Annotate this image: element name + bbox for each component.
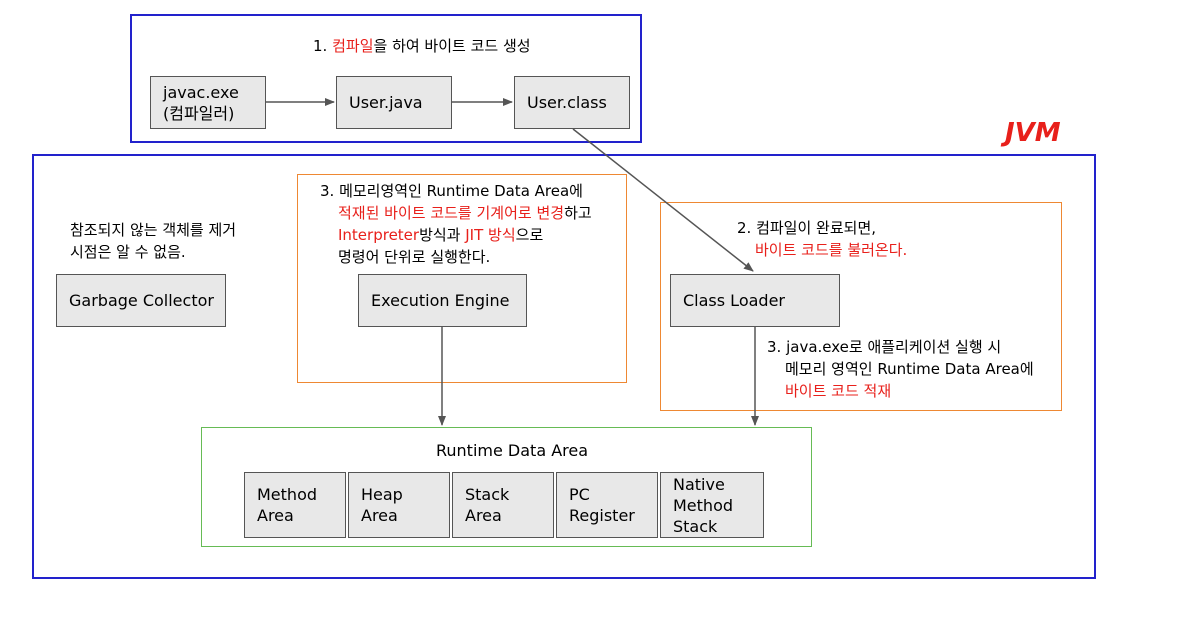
class-loader-box: Class Loader bbox=[670, 274, 840, 327]
garbage-collector-label: Garbage Collector bbox=[69, 291, 214, 310]
class-loader-note: 2. 컴파일이 완료되면, 바이트 코드를 불러온다. bbox=[737, 219, 908, 259]
jvm-label: JVM bbox=[1005, 118, 1061, 148]
user-java-box: User.java bbox=[336, 76, 452, 129]
class-loader-frame bbox=[660, 202, 1062, 411]
execution-engine-frame bbox=[297, 174, 627, 383]
class-loader-label: Class Loader bbox=[683, 291, 785, 310]
user-java-label: User.java bbox=[349, 93, 423, 112]
jvm-frame bbox=[32, 154, 1096, 579]
execution-engine-note: 3. 메모리영역인 Runtime Data Area에 적재된 바이트 코드를… bbox=[320, 182, 592, 266]
arrow-class-to-loader bbox=[572, 128, 754, 272]
javac-box: javac.exe (컴파일러) bbox=[150, 76, 266, 129]
gc-note: 참조되지 않는 객체를 제거 시점은 알 수 없음. bbox=[70, 221, 237, 261]
compile-caption: 1. 컴파일을 하여 바이트 코드 생성 bbox=[313, 37, 531, 55]
user-class-box: User.class bbox=[514, 76, 630, 129]
user-class-label: User.class bbox=[527, 93, 607, 112]
load-note: 3. java.exe로 애플리케이션 실행 시 메모리 영역인 Runtime… bbox=[767, 338, 1034, 400]
javac-label: javac.exe bbox=[163, 82, 239, 102]
runtime-data-area-title: Runtime Data Area bbox=[436, 441, 589, 460]
execution-engine-box: Execution Engine bbox=[358, 274, 527, 327]
runtime-data-area-frame bbox=[201, 427, 812, 547]
javac-sublabel: (컴파일러) bbox=[163, 103, 235, 123]
compile-frame bbox=[130, 14, 642, 143]
execution-engine-label: Execution Engine bbox=[371, 291, 510, 310]
garbage-collector-box: Garbage Collector bbox=[56, 274, 226, 327]
